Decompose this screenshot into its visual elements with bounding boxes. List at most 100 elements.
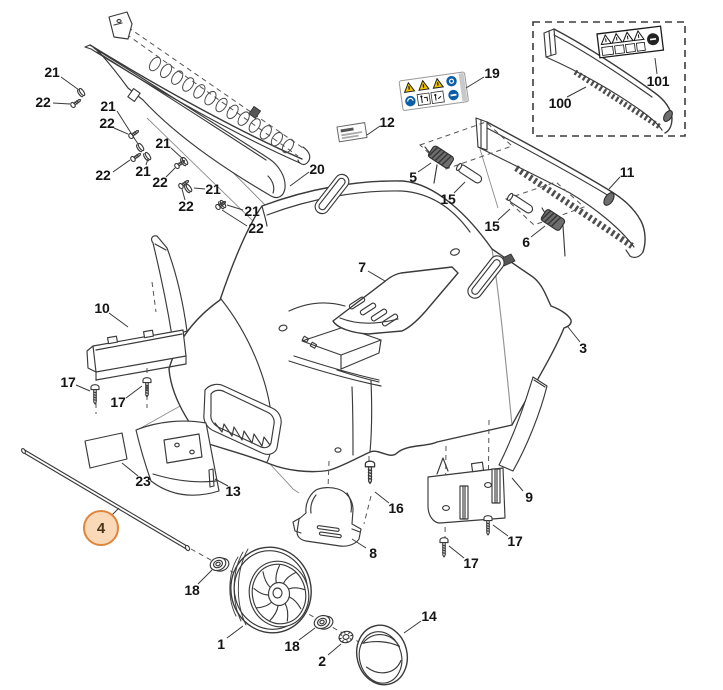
callout-21[interactable]: 21 [44,64,60,80]
tension-spring-6 [540,209,566,231]
callout-9[interactable]: 9 [525,489,533,505]
callout-22[interactable]: 22 [152,174,168,190]
callout-22[interactable]: 22 [178,198,194,214]
safety-pictogram-label-19 [398,71,469,111]
callout-17[interactable]: 17 [60,374,76,390]
axle-rod-4 [21,448,191,552]
leader-line [289,171,310,187]
leader-line [608,176,621,190]
callout-10[interactable]: 10 [94,300,110,316]
leader-line [367,270,386,282]
flap-13 [135,420,220,496]
callout-22[interactable]: 22 [99,115,115,131]
callout-17[interactable]: 17 [110,394,126,410]
leader-line [221,209,248,227]
leader-line [566,86,587,98]
leader-line [298,627,316,641]
instruction-pictogram-icon [601,41,646,56]
leader-lines [52,57,658,656]
callout-20[interactable]: 20 [309,161,325,177]
leader-line [351,538,367,549]
callout-21[interactable]: 21 [205,181,221,197]
handle-slot [314,173,350,215]
leader-line [52,102,71,105]
callout-16[interactable]: 16 [388,500,404,516]
callout-4-selected[interactable]: 4 [83,510,119,546]
callout-18[interactable]: 18 [184,582,200,598]
toothed-bar-100 [543,28,673,134]
guard-bracket-8 [292,456,376,547]
leader-line [465,76,485,89]
callout-100[interactable]: 100 [548,95,572,111]
callout-17[interactable]: 17 [463,555,479,571]
leader-line [108,312,129,328]
leader-line [112,159,131,173]
leader-line [511,477,524,492]
callout-2[interactable]: 2 [318,653,326,669]
tension-spring-5 [427,145,455,169]
callout-5[interactable]: 5 [409,169,417,185]
bearing-18 [207,553,232,575]
detail-inset-box [532,21,686,137]
callout-22[interactable]: 22 [248,220,264,236]
callout-21[interactable]: 21 [244,203,260,219]
callout-101[interactable]: 101 [646,73,670,89]
callout-11[interactable]: 11 [619,164,635,180]
callout-15[interactable]: 15 [484,218,500,234]
cover-plate-7 [332,266,459,335]
callout-8[interactable]: 8 [369,545,377,561]
leader-line [453,181,466,194]
leader-line [145,158,149,166]
callout-6[interactable]: 6 [522,234,530,250]
callout-3[interactable]: 3 [579,340,587,356]
callout-21[interactable]: 21 [135,163,151,179]
leader-line [448,545,465,559]
label-plate-23 [84,432,128,469]
springs-and-pins [419,121,585,257]
deflector-panel-20 [93,47,286,199]
leader-line [654,57,658,75]
bearing-18 [311,611,336,633]
mandatory-circle-icon [405,75,459,107]
leader-line [374,491,390,504]
front-serrated-opening [203,383,282,455]
callout-22[interactable]: 22 [95,167,111,183]
leader-line [116,110,139,145]
callout-22[interactable]: 22 [35,94,51,110]
callout-7[interactable]: 7 [358,259,366,275]
bracket-10 [86,235,188,414]
wheel-spokes [253,564,305,622]
wheel-1 [229,546,312,634]
callout-21[interactable]: 21 [100,98,116,114]
callout-19[interactable]: 19 [484,65,500,81]
callout-23[interactable]: 23 [135,473,151,489]
callout-21[interactable]: 21 [155,135,171,151]
bracket-9 [427,376,548,558]
hub-cap-14 [355,624,409,686]
pin-15 [506,192,534,214]
callout-12[interactable]: 12 [379,114,395,130]
roller-coil-texture [148,56,295,154]
leader-line [113,127,129,135]
callout-17[interactable]: 17 [507,533,523,549]
callout-18[interactable]: 18 [284,638,300,654]
leader-line [121,462,139,477]
leader-line [181,188,186,201]
warning-triangle-icon [403,77,445,93]
wheel-assembly [190,546,409,686]
instruction-pictogram-icon [416,90,445,106]
screw-16 [364,460,376,485]
leader-line [60,76,80,91]
leader-line [417,162,432,173]
callout-1[interactable]: 1 [217,636,225,652]
prohibition-circle-icon [647,33,660,46]
callout-15[interactable]: 15 [440,191,456,207]
callout-13[interactable]: 13 [225,483,241,499]
leader-line [75,384,91,392]
leader-line [165,167,176,178]
leader-line [170,147,184,160]
part-20-deflector-assembly [84,11,311,199]
callout-14[interactable]: 14 [421,608,437,624]
